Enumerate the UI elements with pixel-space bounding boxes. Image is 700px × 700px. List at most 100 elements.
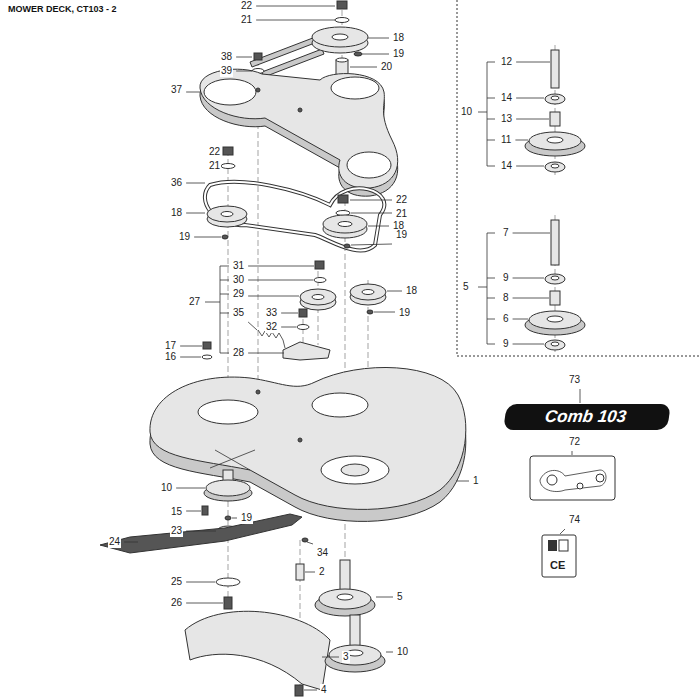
callout-number: 12 <box>500 56 513 68</box>
top-pulley <box>336 58 348 62</box>
spindle-parts-2 <box>551 342 559 346</box>
callout-number: 13 <box>500 113 513 125</box>
leader-line <box>236 57 252 58</box>
callout-number: 33 <box>265 307 278 319</box>
leader-line <box>351 244 392 245</box>
pulleys <box>207 206 247 222</box>
callout-number: 19 <box>395 229 408 241</box>
leader-line <box>376 597 393 598</box>
mulch-plate <box>295 685 303 696</box>
callout-number: 39 <box>220 65 233 77</box>
pulleys <box>221 164 235 169</box>
belt-cover <box>347 152 391 178</box>
blade <box>100 514 302 553</box>
leader-line <box>351 213 392 214</box>
callout-number: 19 <box>392 48 405 60</box>
deck <box>150 367 466 521</box>
leader-line <box>516 119 549 120</box>
leader-line <box>350 200 392 201</box>
spindle-parts-1 <box>550 112 560 126</box>
manual-ce-decal <box>559 540 568 551</box>
manual-ce-decal <box>542 535 576 577</box>
leader-line <box>516 98 544 99</box>
belt-routing-decal <box>577 483 583 489</box>
callout-number: 37 <box>170 84 183 96</box>
callout-number: 19 <box>398 307 411 319</box>
brackets <box>478 233 495 344</box>
left-spindle <box>202 506 208 515</box>
center-spindle <box>337 594 353 600</box>
callout-number: 5 <box>462 281 470 293</box>
callout-number: 8 <box>502 292 510 304</box>
callout-number: 10 <box>460 106 473 118</box>
leader-line <box>386 652 393 653</box>
callout-number: 5 <box>396 591 404 603</box>
leader-line <box>560 529 565 534</box>
leader-line <box>580 389 581 403</box>
belt-cover <box>200 69 398 188</box>
callout-number: 22 <box>240 0 253 12</box>
pulleys <box>312 295 324 300</box>
callout-number: 4 <box>320 684 328 696</box>
belt-pieces <box>262 49 324 77</box>
leader-line <box>374 312 395 313</box>
leader-line <box>248 266 314 267</box>
callout-number: 14 <box>500 160 513 172</box>
spindle-parts-1 <box>551 96 559 100</box>
deck <box>298 438 302 442</box>
belt <box>205 182 384 251</box>
leader-line <box>236 71 252 72</box>
mulch-plate <box>185 611 330 696</box>
idler-arm <box>258 330 330 360</box>
spindle-parts-1 <box>547 137 563 143</box>
leader-line <box>305 572 315 573</box>
pins <box>296 564 304 580</box>
leader-line <box>513 233 550 234</box>
callout-number: 19 <box>178 231 191 243</box>
leader-line <box>281 327 296 328</box>
leader-line <box>368 226 389 227</box>
callout-number: 74 <box>568 514 581 526</box>
callout-number: 16 <box>164 351 177 363</box>
pulleys <box>323 215 367 233</box>
spindle-parts-1 <box>545 94 565 104</box>
brackets <box>205 266 229 353</box>
spindle-parts-2 <box>547 316 563 322</box>
pulleys <box>338 195 348 203</box>
leader-line <box>186 213 205 214</box>
callout-number: 23 <box>170 525 183 537</box>
belt-routing-decal <box>547 475 557 485</box>
spindle-parts-2 <box>525 220 585 350</box>
callout-number: 25 <box>170 576 183 588</box>
pulleys <box>297 325 309 330</box>
left-spindle <box>206 480 250 496</box>
callout-number: 72 <box>568 436 581 448</box>
top-pulley <box>252 1 368 76</box>
leader-line <box>124 542 138 543</box>
manual-ce-decal <box>548 540 557 551</box>
pulleys <box>202 355 212 359</box>
pulleys <box>367 310 373 314</box>
pulleys <box>338 222 352 227</box>
belt-cover <box>331 77 379 99</box>
leader-line <box>572 451 573 455</box>
belt <box>205 182 384 251</box>
leader-line <box>186 603 223 604</box>
spindle-parts-2 <box>551 220 559 265</box>
spindle-parts-2 <box>550 291 560 305</box>
callout-number: 21 <box>240 14 253 26</box>
leader-line <box>513 319 528 320</box>
callout-number: 10 <box>396 646 409 658</box>
top-pulley <box>254 53 262 60</box>
deck <box>150 367 466 509</box>
callout-number: 20 <box>380 61 393 73</box>
leader-line <box>387 291 402 292</box>
belt-cover <box>256 88 260 92</box>
pulleys <box>362 290 374 295</box>
leader-line <box>516 166 544 167</box>
pulleys <box>344 244 350 248</box>
callout-number: 27 <box>188 296 201 308</box>
callout-number: 18 <box>392 32 405 44</box>
